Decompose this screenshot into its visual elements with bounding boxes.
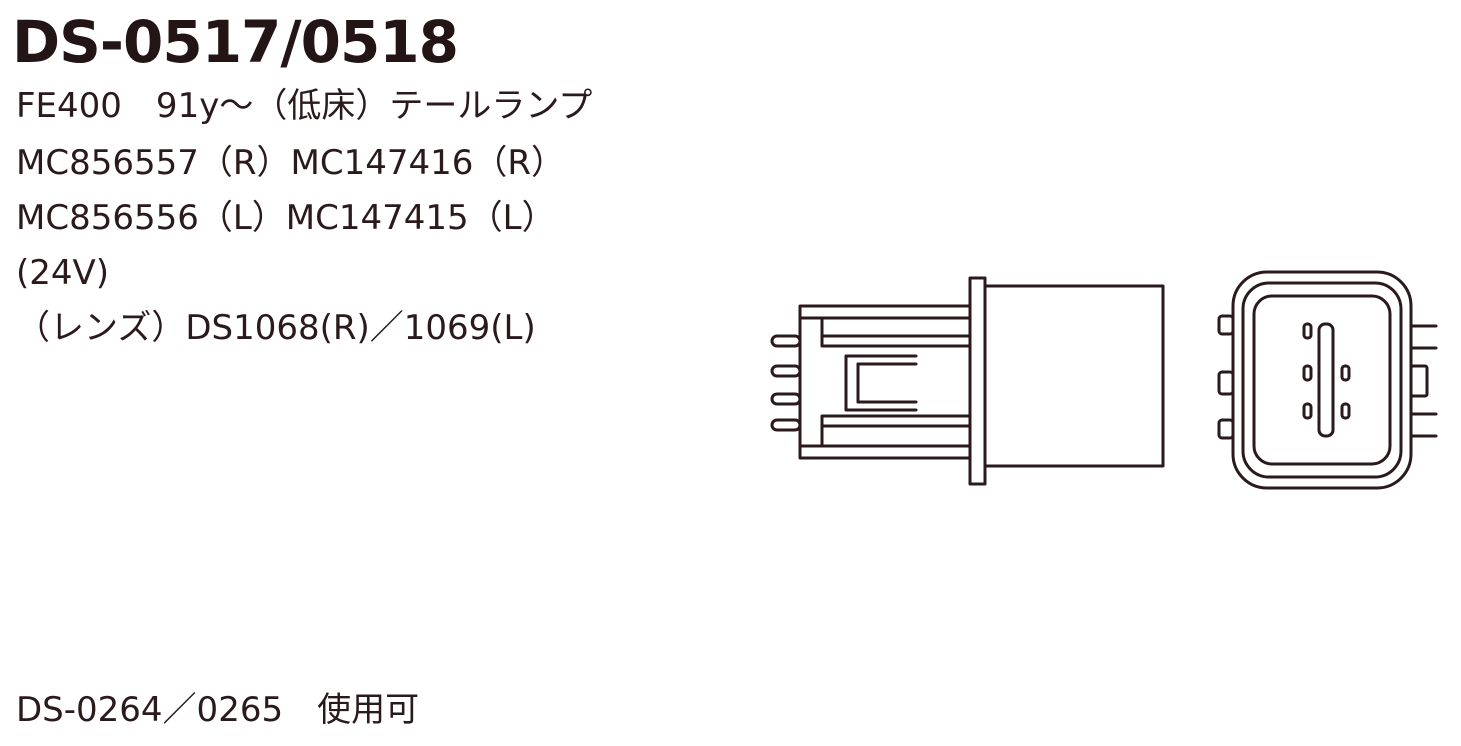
terminal-pin (770, 392, 802, 406)
connector-face (1252, 294, 1392, 466)
terminal-slot (1340, 364, 1351, 382)
terminal-pin (770, 364, 802, 378)
mounting-tab (1217, 418, 1235, 440)
connector-flange (968, 276, 987, 486)
part-number-title: DS-0517/0518 (12, 8, 459, 76)
connector-rear-housing (798, 304, 972, 460)
right-part-numbers: MC856557（R）MC147416（R） (16, 143, 565, 183)
application-line: FE400 91y〜（低床）テールランプ (16, 86, 593, 126)
terminal-slot (1302, 364, 1313, 382)
center-key (1317, 322, 1335, 438)
terminal-pin (770, 334, 802, 348)
connector-drawing (770, 270, 1438, 490)
connector-body (983, 284, 1165, 468)
left-part-numbers: MC856556（L）MC147415（L） (16, 198, 556, 238)
compatibility-note: DS-0264／0265 使用可 (16, 690, 420, 730)
connector-front-view (1217, 270, 1438, 490)
lower-rail (820, 414, 972, 448)
terminal-slot (1302, 402, 1313, 420)
terminal-pin (770, 418, 802, 432)
upper-rail (820, 316, 972, 348)
connector-shell-rim (1241, 281, 1403, 479)
terminal-slot (1340, 402, 1351, 420)
voltage-line: (24V) (16, 253, 110, 293)
connector-outer-shell (1231, 270, 1413, 490)
mounting-tab (1217, 370, 1235, 396)
connector-side-view (770, 276, 1165, 486)
mounting-tab (1217, 314, 1235, 336)
terminal-slot (1302, 322, 1313, 340)
lens-part-numbers: （レンズ）DS1068(R)／1069(L) (16, 308, 536, 348)
latch-tongue (844, 354, 918, 412)
mounting-tab (1409, 364, 1429, 398)
